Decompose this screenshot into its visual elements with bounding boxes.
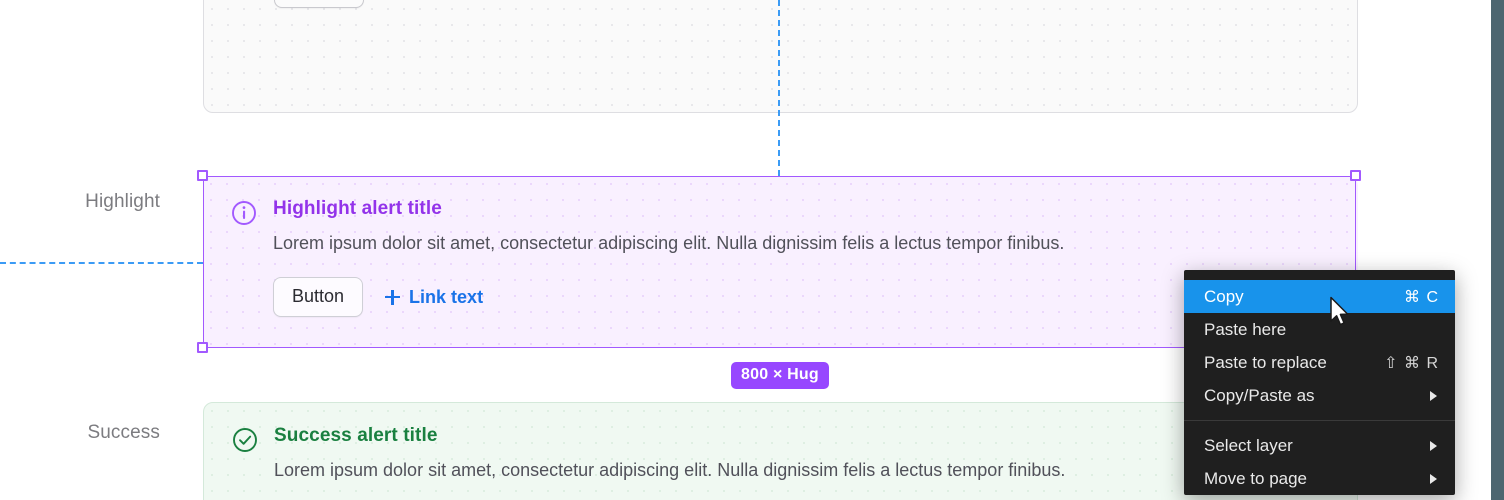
context-menu[interactable]: Copy ⌘ C Paste here Paste to replace ⇧ ⌘…	[1184, 270, 1455, 495]
alert-card-highlight[interactable]: Highlight alert title Lorem ipsum dolor …	[203, 176, 1358, 348]
alert-actions: Button Link text	[273, 276, 1330, 318]
submenu-arrow-icon	[1430, 390, 1437, 401]
vertical-guide	[778, 0, 780, 176]
alert-title: Success alert title	[274, 425, 438, 446]
info-circle-icon	[231, 200, 257, 231]
alert-description: Lorem ipsum dolor sit amet, consectetur …	[274, 459, 1066, 480]
mouse-cursor-icon	[1329, 296, 1353, 330]
horizontal-guide	[0, 262, 203, 264]
resize-handle-bottom-left[interactable]	[197, 342, 208, 353]
menu-item-paste-here[interactable]: Paste here	[1184, 313, 1455, 346]
resize-handle-top-right[interactable]	[1350, 170, 1361, 181]
resize-handle-top-left[interactable]	[197, 170, 208, 181]
submenu-arrow-icon	[1430, 473, 1437, 484]
alert-link-label: Link text	[409, 286, 484, 307]
menu-item-label: Move to page	[1204, 468, 1308, 488]
alert-link[interactable]: Link text	[385, 287, 483, 308]
menu-item-label: Copy/Paste as	[1204, 385, 1315, 405]
alert-title: Highlight alert title	[273, 198, 442, 219]
menu-item-shortcut: ⌘ C	[1404, 288, 1439, 306]
right-edge-strip	[1491, 0, 1504, 500]
menu-item-label: Copy	[1204, 286, 1244, 306]
alert-button[interactable]: Button	[274, 0, 365, 8]
alert-description: Lorem ipsum dolor sit amet, consectetur …	[273, 232, 1065, 253]
alert-card-success[interactable]: Success alert title Lorem ipsum dolor si…	[203, 402, 1358, 500]
row-label-highlight: Highlight	[85, 191, 160, 212]
menu-item-move-to-page[interactable]: Move to page	[1184, 462, 1455, 495]
alert-body: Highlight alert title Lorem ipsum dolor …	[273, 198, 1330, 318]
menu-item-shortcut: ⇧ ⌘ R	[1384, 354, 1439, 372]
menu-item-label: Select layer	[1204, 435, 1293, 455]
alert-body: Lorem ipsum dolor sit amet, consectetur …	[274, 0, 1329, 8]
alert-content: Success alert title Lorem ipsum dolor si…	[232, 425, 1329, 483]
menu-separator	[1184, 420, 1455, 421]
alert-button[interactable]: Button	[273, 276, 364, 318]
alert-card-neutral[interactable]: Lorem ipsum dolor sit amet, consectetur …	[203, 0, 1358, 113]
menu-item-copy[interactable]: Copy ⌘ C	[1184, 280, 1455, 313]
menu-item-paste-to-replace[interactable]: Paste to replace ⇧ ⌘ R	[1184, 346, 1455, 379]
size-badge: 800 × Hug	[731, 362, 829, 389]
row-label-success: Success	[87, 422, 160, 443]
menu-item-select-layer[interactable]: Select layer	[1184, 429, 1455, 462]
menu-item-label: Paste to replace	[1204, 352, 1327, 372]
alert-body: Success alert title Lorem ipsum dolor si…	[274, 425, 1329, 483]
menu-item-label: Paste here	[1204, 319, 1287, 339]
plus-icon	[385, 289, 401, 305]
menu-item-copy-paste-as[interactable]: Copy/Paste as	[1184, 379, 1455, 412]
alert-actions: Button Link text	[274, 0, 1329, 8]
alert-content: Lorem ipsum dolor sit amet, consectetur …	[232, 0, 1329, 8]
submenu-arrow-icon	[1430, 440, 1437, 451]
check-circle-icon	[232, 427, 258, 458]
alert-content: Highlight alert title Lorem ipsum dolor …	[231, 198, 1330, 318]
